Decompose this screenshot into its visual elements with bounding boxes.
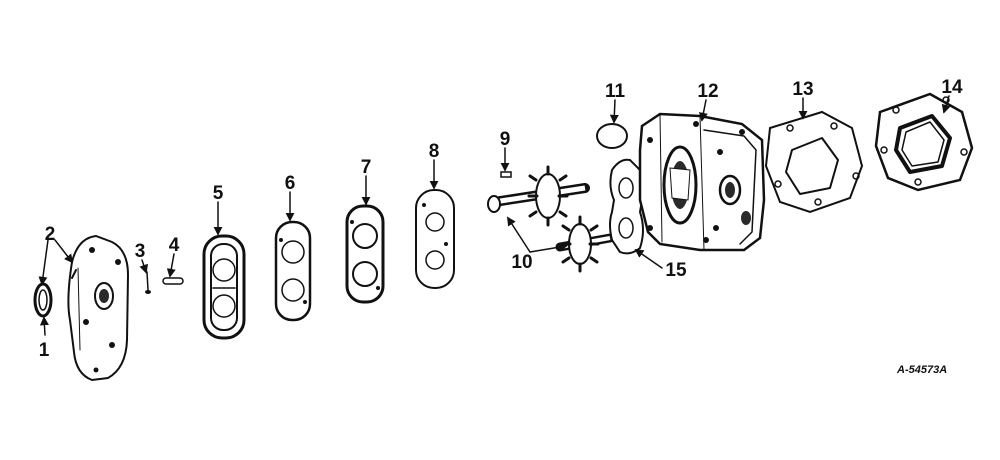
leader-3 — [139, 259, 148, 274]
callout-15: 15 — [665, 260, 687, 281]
callout-13: 13 — [792, 79, 813, 100]
callout-12: 12 — [697, 81, 718, 102]
callout-2: 2 — [45, 224, 56, 245]
callout-3: 3 — [135, 241, 146, 262]
leader-2b — [54, 239, 74, 264]
callout-5: 5 — [213, 183, 224, 204]
part-cover-plate — [67, 234, 130, 382]
part-pump-body — [638, 112, 766, 252]
callout-11: 11 — [605, 81, 626, 102]
part-screw — [145, 271, 151, 294]
callout-7: 7 — [361, 157, 372, 178]
callout-4: 4 — [169, 235, 180, 256]
leader-15 — [634, 248, 663, 269]
leader-1 — [39, 316, 49, 336]
leader-2a — [38, 239, 49, 286]
leader-10b — [529, 242, 568, 253]
leader-10a — [507, 216, 531, 253]
leader-12 — [698, 99, 708, 122]
callout-14: 14 — [941, 77, 963, 98]
part-pin — [162, 277, 184, 285]
part-mounting-gasket — [764, 110, 864, 214]
callout-1: 1 — [39, 340, 50, 361]
part-adapter-flange — [874, 92, 974, 192]
part-gear-plate — [202, 234, 246, 340]
callout-10: 10 — [511, 252, 532, 273]
part-key — [500, 171, 512, 178]
leader-14 — [941, 95, 951, 114]
part-gears — [487, 165, 615, 273]
callout-labels: 1 2 3 4 5 6 7 8 9 10 11 12 13 14 15 — [39, 77, 963, 361]
part-seal — [33, 282, 53, 318]
callout-8: 8 — [429, 141, 440, 162]
callout-9: 9 — [500, 129, 511, 150]
figure-id: A-54573A — [896, 364, 947, 376]
part-flat-gasket — [415, 189, 455, 289]
part-gasket-a — [274, 220, 312, 322]
leader-11 — [609, 99, 619, 124]
callout-6: 6 — [285, 173, 296, 194]
part-o-ring — [596, 123, 628, 149]
part-gasket-b — [345, 204, 385, 304]
leader-4 — [166, 253, 176, 278]
leader-lines — [38, 95, 951, 336]
part-wear-plate — [609, 158, 645, 255]
